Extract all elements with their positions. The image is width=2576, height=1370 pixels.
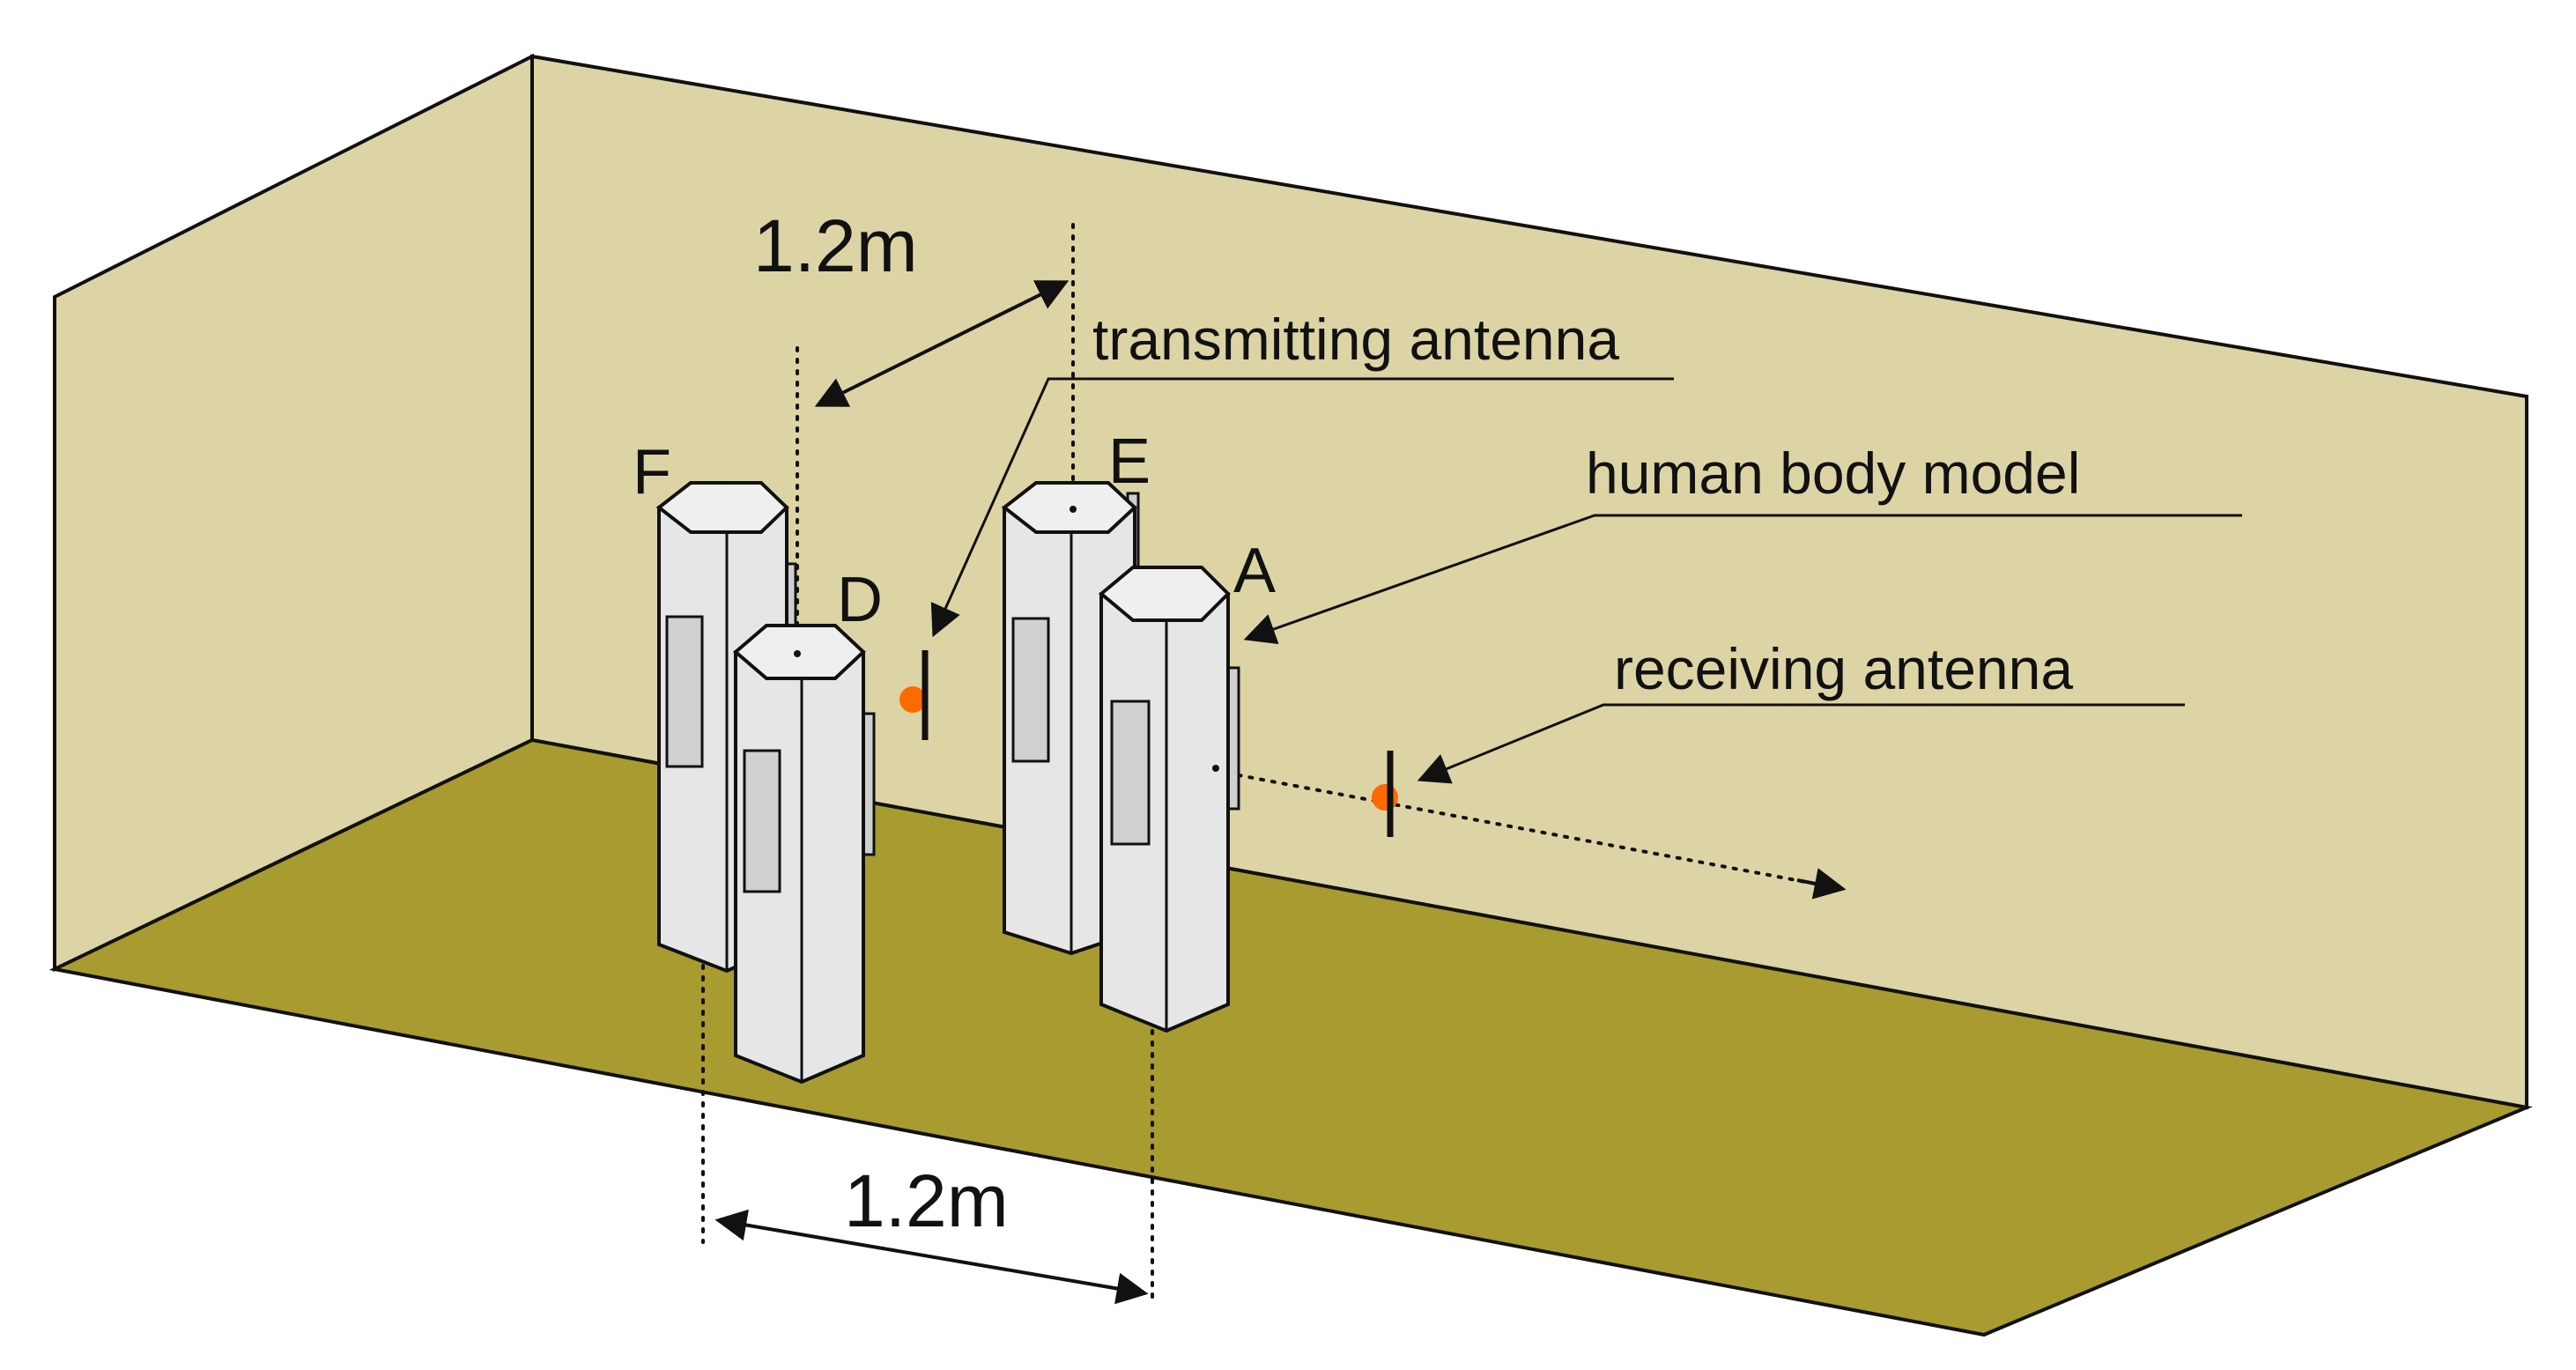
receiving-antenna [1372,751,1398,837]
body-top-dots [794,506,1219,772]
top-dimension-arrow [814,280,1070,407]
body-label-e: E [1108,426,1151,497]
propagation-arrow-head [1796,868,1847,900]
receiving-antenna-label: receiving antenna [1614,636,2073,701]
body-label-a: A [1233,536,1276,606]
callout-leaders [930,377,2242,784]
bottom-spacing-label: 1.2m [844,1159,1009,1242]
human-body-model-d [732,623,876,1085]
room [48,53,2533,1337]
transmitting-antenna-leader [930,377,1674,638]
body-label-d: D [837,565,883,635]
transmitting-antenna-label: transmitting antenna [1092,307,1619,372]
bottom-dimension-arrow [714,1209,1149,1305]
transmitting-antenna [899,650,929,740]
body-label-f: F [633,437,671,507]
human-body-model-a [1098,565,1240,1033]
propagation-path-line [1214,769,1817,885]
receiving-antenna-leader [1417,703,2185,784]
human-body-model-label: human body model [1586,441,2080,506]
top-spacing-label: 1.2m [753,204,918,287]
human-body-model-leader [1243,514,2242,645]
